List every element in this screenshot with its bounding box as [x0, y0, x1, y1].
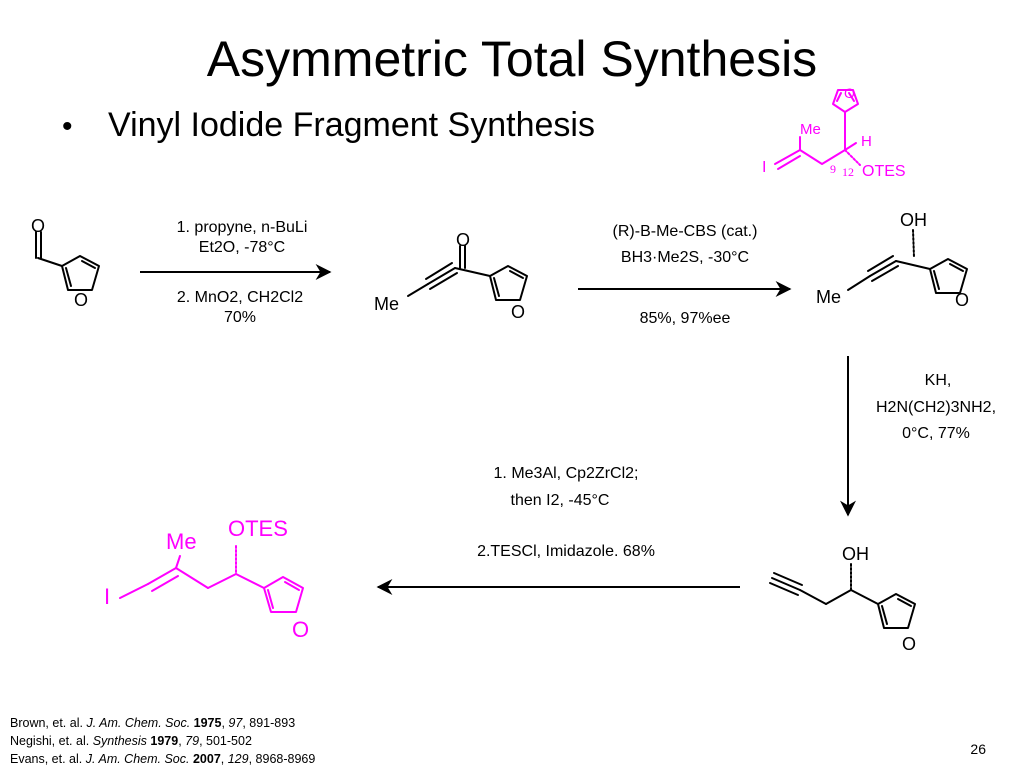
vinyl-otes-label: OTES	[228, 516, 288, 541]
target-otes-label: OTES	[862, 163, 906, 180]
alkyne-ring-o-label: O	[902, 634, 916, 654]
alkyne-oh-label: OH	[842, 544, 869, 564]
ynone-carbonyl-o-label: O	[456, 230, 470, 250]
terminal-alkyne-structure: OH O	[769, 544, 916, 654]
step3-line3: 0°C, 77%	[902, 425, 970, 442]
vinyl-ring-o-label: O	[292, 617, 309, 642]
target-i-label: I	[762, 159, 766, 176]
reference-1: Brown, et. al. J. Am. Chem. Soc. 1975, 9…	[10, 716, 295, 730]
propargyl-alcohol-structure: OH Me O	[816, 210, 969, 310]
target-o-label: O	[844, 85, 855, 101]
reference-2: Negishi, et. al. Synthesis 1979, 79, 501…	[10, 734, 252, 748]
step2-line1: (R)-B-Me-CBS (cat.)	[613, 223, 758, 240]
step3-line2: H2N(CH2)3NH2,	[876, 399, 996, 416]
page-number: 26	[970, 741, 986, 757]
step1-line2: Et2O, -78°C	[199, 239, 285, 256]
slide-title: Asymmetric Total Synthesis	[207, 31, 817, 87]
step4-line2: then I2, -45°C	[511, 492, 610, 509]
ynone-me-label: Me	[374, 294, 399, 314]
propargyl-oh-label: OH	[900, 210, 927, 230]
vinyl-iodide-structure: OTES Me I O	[104, 516, 309, 642]
step4-line3: 2.TESCl, Imidazole. 68%	[477, 543, 655, 560]
bullet-marker: •	[62, 110, 73, 143]
target-c12-label: 12	[842, 165, 854, 179]
step2-line3: 85%, 97%ee	[640, 310, 731, 327]
aldehyde-carbonyl-o-label: O	[31, 216, 45, 236]
reference-3: Evans, et. al. J. Am. Chem. Soc. 2007, 1…	[10, 752, 315, 766]
bullet-text: Vinyl Iodide Fragment Synthesis	[108, 106, 595, 144]
ynone-ring-o-label: O	[511, 302, 525, 322]
aldehyde-structure: O O	[31, 216, 100, 310]
vinyl-me-label: Me	[166, 529, 197, 554]
propargyl-me-label: Me	[816, 287, 841, 307]
target-c9-label: 9	[830, 162, 836, 176]
ynone-structure: O Me O	[374, 230, 528, 322]
target-h-label: H	[861, 133, 872, 150]
step4-line1: 1. Me3Al, Cp2ZrCl2;	[494, 465, 639, 482]
aldehyde-ring-o-label: O	[74, 290, 88, 310]
step1-line3: 2. MnO2, CH2Cl2	[177, 289, 303, 306]
vinyl-i-label: I	[104, 584, 110, 609]
propargyl-ring-o-label: O	[955, 290, 969, 310]
step1-line1: 1. propyne, n-BuLi	[177, 219, 308, 236]
target-me-label: Me	[800, 121, 821, 138]
step1-line4: 70%	[224, 309, 256, 326]
step3-line1: KH,	[925, 372, 952, 389]
target-structure: O H Me I 9 12 OTES	[762, 85, 906, 180]
references: Brown, et. al. J. Am. Chem. Soc. 1975, 9…	[10, 716, 315, 766]
step2-line2: BH3·Me2S, -30°C	[621, 249, 749, 266]
